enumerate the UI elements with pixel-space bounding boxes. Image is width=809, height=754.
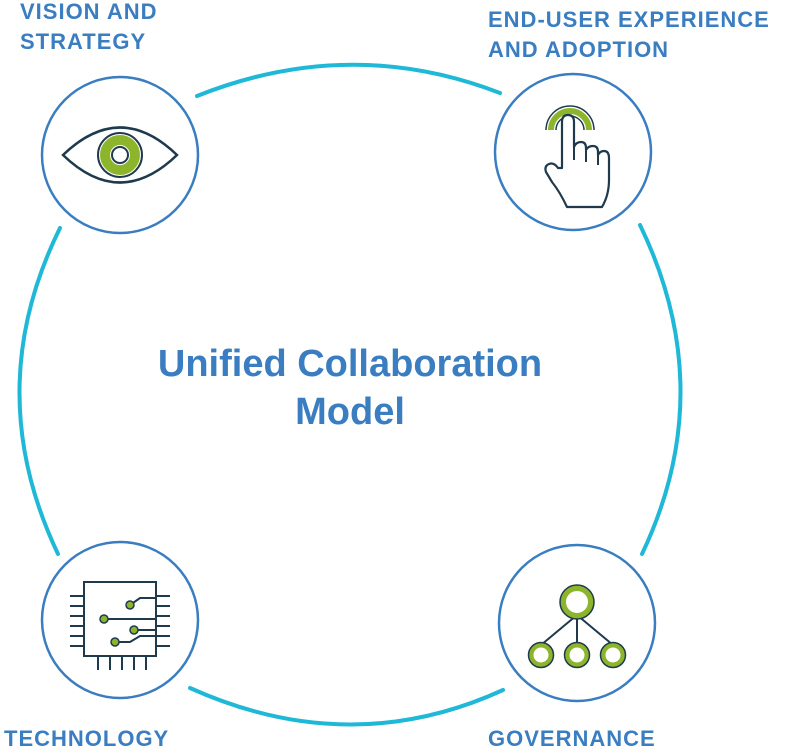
- node-label-vision-line-1: VISION AND: [20, 0, 158, 24]
- node-technology: [40, 540, 200, 700]
- node-enduser: [493, 72, 653, 232]
- diagram-title: Unified Collaboration Model: [100, 340, 600, 436]
- node-label-technology-line-1: TECHNOLOGY: [4, 726, 170, 751]
- ring-arc-top: [195, 62, 502, 98]
- hierarchy-icon: [527, 584, 627, 669]
- node-label-technology: TECHNOLOGY: [4, 724, 169, 754]
- node-governance: [497, 543, 657, 703]
- ring-arc-right: [638, 223, 683, 556]
- diagram-title-line-2: Model: [295, 391, 405, 433]
- node-label-enduser-line-1: END-USER EXPERIENCE: [488, 7, 770, 32]
- cycle-ring: [17, 62, 683, 727]
- node-label-governance: GOVERNANCE: [488, 724, 656, 754]
- touch-hand-icon: [544, 105, 611, 209]
- diagram-title-line-1: Unified Collaboration: [157, 343, 543, 385]
- node-label-vision: VISION AND STRATEGY: [20, 0, 158, 57]
- node-label-enduser-line-2: AND ADOPTION: [488, 37, 670, 62]
- node-label-governance-line-1: GOVERNANCE: [488, 726, 656, 751]
- node-vision: [40, 75, 200, 235]
- circuit-chip-icon: [70, 581, 170, 670]
- ring-arc-left: [17, 226, 62, 556]
- node-label-vision-line-2: STRATEGY: [20, 29, 147, 54]
- eye-icon: [61, 126, 179, 184]
- node-label-enduser: END-USER EXPERIENCE AND ADOPTION: [488, 5, 770, 65]
- ring-arc-bottom: [188, 686, 505, 727]
